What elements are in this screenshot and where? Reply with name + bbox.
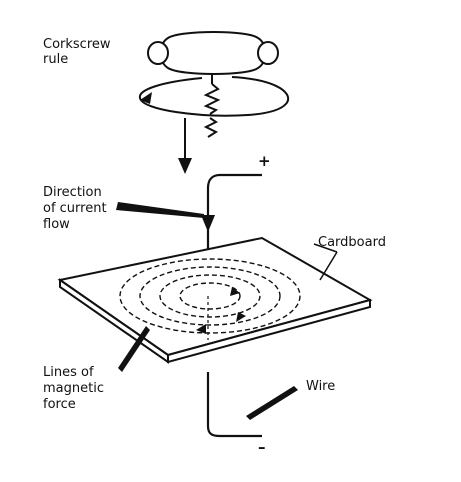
magnetic-field-lines [119, 258, 301, 334]
label-corkscrew-line1: Corkscrew [43, 37, 111, 52]
label-direction-line3: flow [43, 217, 70, 232]
corkscrew-icon [138, 31, 290, 138]
label-direction-line2: of current [43, 201, 107, 216]
label-cardboard: Cardboard [318, 235, 386, 250]
current-arrow-icon [201, 215, 215, 232]
label-lines-line3: force [43, 397, 76, 412]
rotation-arrowhead-icon [140, 92, 152, 104]
field-direction-arrows [196, 287, 246, 334]
wire-pointer-icon [246, 386, 298, 420]
cardboard-sheet [57, 236, 373, 364]
cardboard-pointer [313, 243, 338, 253]
label-lines-line2: magnetic [43, 381, 104, 396]
down-arrow-icon [178, 118, 192, 174]
label-direction-line1: Direction [43, 185, 102, 200]
plus-sign: + [258, 152, 271, 170]
lines-pointer-icon [118, 326, 150, 372]
direction-pointer-icon [116, 202, 204, 218]
label-lines-line1: Lines of [43, 365, 94, 380]
label-wire: Wire [306, 379, 335, 394]
minus-sign: – [258, 438, 266, 456]
label-corkscrew-line2: rule [43, 52, 68, 67]
cardboard-pointer-2 [319, 251, 338, 281]
